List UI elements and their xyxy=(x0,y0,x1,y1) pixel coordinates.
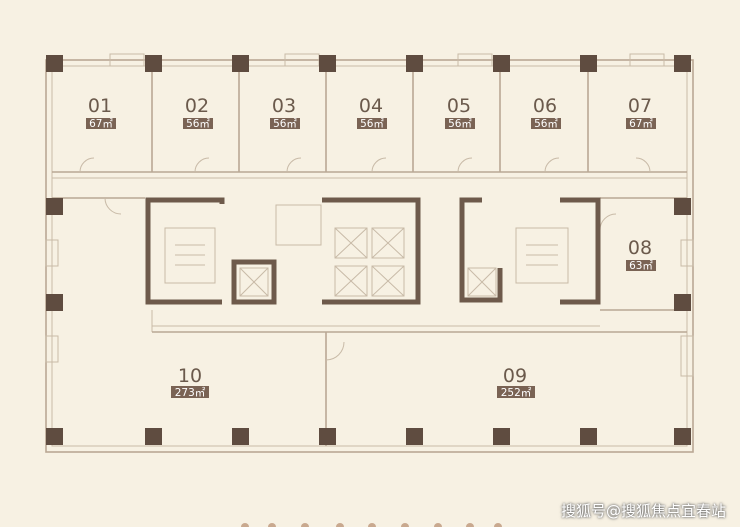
unit-05: 05 56㎡ xyxy=(445,95,475,130)
left-core xyxy=(145,197,421,305)
bottom-decoration xyxy=(241,523,502,527)
decoration-dot xyxy=(494,523,502,527)
structural-column xyxy=(319,55,336,72)
structural-column xyxy=(493,428,510,445)
decoration-dot xyxy=(466,523,474,527)
structural-column xyxy=(46,55,63,72)
unit-number: 02 xyxy=(185,95,209,117)
unit-area: 63㎡ xyxy=(629,260,653,272)
structural-column xyxy=(674,294,691,311)
structural-column xyxy=(674,55,691,72)
structural-column xyxy=(674,198,691,215)
unit-07: 07 67㎡ xyxy=(626,95,656,130)
unit-04: 04 56㎡ xyxy=(357,95,387,130)
unit-area: 67㎡ xyxy=(89,118,113,130)
unit-area: 56㎡ xyxy=(186,118,210,130)
unit-08: 08 63㎡ xyxy=(626,237,656,272)
decoration-dot xyxy=(336,523,344,527)
unit-area: 67㎡ xyxy=(629,118,653,130)
unit-number: 01 xyxy=(88,95,112,117)
decoration-dot xyxy=(268,523,276,527)
watermark: 搜狐号@搜狐焦点宜春站 xyxy=(560,502,726,520)
unit-number: 06 xyxy=(533,95,557,117)
unit-area: 252㎡ xyxy=(501,387,532,399)
structural-columns xyxy=(46,55,691,445)
decoration-dot xyxy=(301,523,309,527)
structural-column xyxy=(46,294,63,311)
structural-column xyxy=(580,55,597,72)
decoration-dot xyxy=(241,523,249,527)
structural-column xyxy=(145,55,162,72)
structural-column xyxy=(674,428,691,445)
structural-column xyxy=(232,428,249,445)
decoration-dot xyxy=(368,523,376,527)
unit-number: 05 xyxy=(447,95,471,117)
outer-wall-inner xyxy=(51,65,688,447)
unit-number: 04 xyxy=(359,95,383,117)
unit-10: 10 273㎡ xyxy=(171,365,209,399)
unit-number: 10 xyxy=(178,365,202,387)
unit-01: 01 67㎡ xyxy=(86,95,116,130)
unit-area: 56㎡ xyxy=(534,118,558,130)
top-units-walls xyxy=(52,66,687,179)
structural-column xyxy=(145,428,162,445)
structural-column xyxy=(580,428,597,445)
unit-area: 56㎡ xyxy=(273,118,297,130)
unit-number: 03 xyxy=(272,95,296,117)
unit-number: 07 xyxy=(628,95,652,117)
structural-column xyxy=(46,428,63,445)
structural-column xyxy=(319,428,336,445)
structural-column xyxy=(406,428,423,445)
unit-number: 09 xyxy=(503,365,527,387)
structural-column xyxy=(493,55,510,72)
decoration-dot xyxy=(401,523,409,527)
decoration-dot xyxy=(434,523,442,527)
unit-03: 03 56㎡ xyxy=(270,95,300,130)
unit-06: 06 56㎡ xyxy=(531,95,561,130)
corridor-walls xyxy=(52,197,687,446)
structural-column xyxy=(406,55,423,72)
unit-area: 56㎡ xyxy=(448,118,472,130)
right-core xyxy=(459,197,601,305)
unit-number: 08 xyxy=(628,237,652,259)
structural-column xyxy=(232,55,249,72)
unit-09: 09 252㎡ xyxy=(497,365,535,399)
unit-02: 02 56㎡ xyxy=(183,95,213,130)
structural-column xyxy=(46,198,63,215)
unit-area: 273㎡ xyxy=(175,387,206,399)
unit-area: 56㎡ xyxy=(360,118,384,130)
